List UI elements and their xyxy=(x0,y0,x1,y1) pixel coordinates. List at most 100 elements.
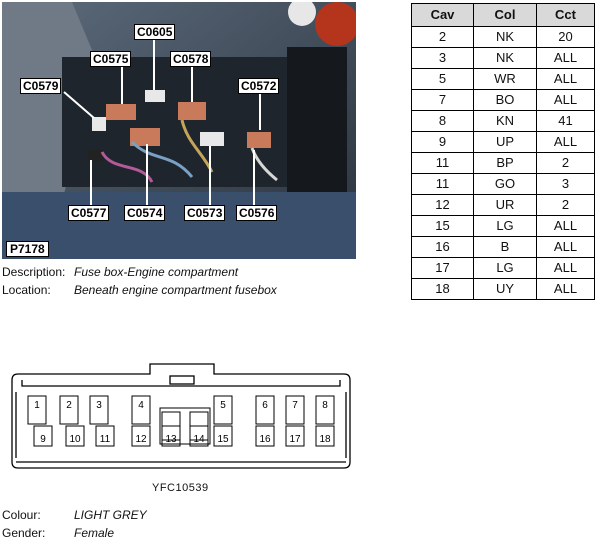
description-value: Fuse box-Engine compartment xyxy=(74,265,239,279)
cell-col: GO xyxy=(473,173,537,195)
cavity-number: 3 xyxy=(96,400,102,411)
cell-cct: 20 xyxy=(536,26,595,48)
connector-label-c0577: C0577 xyxy=(68,205,110,221)
cell-cct: 3 xyxy=(536,173,595,195)
cavity-outline xyxy=(213,425,233,447)
cavity-number: 15 xyxy=(217,434,229,445)
cavity: 15 xyxy=(213,425,233,447)
cavity-outline xyxy=(33,425,53,447)
cavity: 11 xyxy=(95,425,115,447)
cell-cct: 41 xyxy=(536,110,595,132)
cavity: 8 xyxy=(315,395,335,425)
connector-label-c0578: C0578 xyxy=(170,51,212,67)
cell-cav: 18 xyxy=(411,278,474,300)
cavity-outline xyxy=(285,425,305,447)
cavity-outline xyxy=(95,425,115,447)
description-row: Description: Fuse box-Engine compartment xyxy=(2,265,238,280)
cavity: 18 xyxy=(315,425,335,447)
cell-cav: 2 xyxy=(411,26,474,48)
cavity-outline xyxy=(285,395,305,425)
cavity: 1 xyxy=(27,395,47,425)
colour-row: Colour:LIGHT GREY xyxy=(2,508,147,523)
cavity: 17 xyxy=(285,425,305,447)
photo-reference: P7178 xyxy=(6,241,49,257)
connector-label-c0573: C0573 xyxy=(184,205,226,221)
cell-cav: 3 xyxy=(411,47,474,69)
cavity: 6 xyxy=(255,395,275,425)
pin-table-header-row: Cav Col Cct xyxy=(411,3,595,27)
cavity-number: 9 xyxy=(40,434,46,445)
cavity: 5 xyxy=(213,395,233,425)
cell-col: LG xyxy=(473,257,537,279)
cavity-outline xyxy=(89,395,109,425)
cell-cct: ALL xyxy=(536,215,595,237)
fusebox-photo: C0605 C0575 C0578 C0579 C0572 C0577 C057… xyxy=(2,2,356,259)
header-col: Col xyxy=(473,3,537,27)
drawing-reference: YFC10539 xyxy=(152,482,209,494)
cavity-number: 6 xyxy=(262,400,268,411)
cell-cct: ALL xyxy=(536,236,595,258)
cavity-outline xyxy=(59,395,79,425)
cell-col: KN xyxy=(473,110,537,132)
cavity-number: 4 xyxy=(138,400,144,411)
cell-col: B xyxy=(473,236,537,258)
cavity: 10 xyxy=(65,425,85,447)
cell-col: WR xyxy=(473,68,537,90)
cavity-outline xyxy=(213,395,233,425)
location-row: Location: Beneath engine compartment fuse… xyxy=(2,283,277,298)
cavity: 3 xyxy=(89,395,109,425)
cell-col: BO xyxy=(473,89,537,111)
cavity-number: 17 xyxy=(289,434,301,445)
cavity-number: 18 xyxy=(319,434,331,445)
gender-row: Gender: Female xyxy=(2,526,114,541)
cell-cav: 9 xyxy=(411,131,474,153)
cell-cav: 15 xyxy=(411,215,474,237)
cavity-outline xyxy=(315,395,335,425)
location-value: Beneath engine compartment fusebox xyxy=(74,283,277,297)
cell-cct: 2 xyxy=(536,194,595,216)
cell-cav: 12 xyxy=(411,194,474,216)
cell-cct: ALL xyxy=(536,68,595,90)
gender-value: Female xyxy=(74,526,115,540)
cavity-number: 7 xyxy=(292,400,298,411)
description-label: Description: xyxy=(2,265,66,279)
cavity: 12 xyxy=(131,425,151,447)
cell-cav: 17 xyxy=(411,257,474,279)
connector-label-c0574: C0574 xyxy=(124,205,166,221)
connector-label-c0605: C0605 xyxy=(134,24,176,40)
cavity-number: 2 xyxy=(66,400,72,411)
photo-scene xyxy=(2,2,356,259)
cavity: 7 xyxy=(285,395,305,425)
center-cavity-group xyxy=(159,407,211,445)
cavity: 9 xyxy=(33,425,53,447)
cell-col: UY xyxy=(473,278,537,300)
cavity-outline xyxy=(131,425,151,447)
colour-label: Colour: xyxy=(2,508,41,522)
cavity: 2 xyxy=(59,395,79,425)
cavity-number: 1 xyxy=(34,400,40,411)
location-label: Location: xyxy=(2,283,51,297)
cavity-outline xyxy=(255,425,275,447)
connector-label-c0575: C0575 xyxy=(90,51,132,67)
cell-cav: 16 xyxy=(411,236,474,258)
connector-label-c0579: C0579 xyxy=(20,78,62,94)
cavity-outline xyxy=(255,395,275,425)
cell-cct: 2 xyxy=(536,152,595,174)
cavity-outline xyxy=(315,425,335,447)
cavity-outline xyxy=(131,395,151,425)
cavity-outline xyxy=(65,425,85,447)
header-cav: Cav xyxy=(411,3,474,27)
cavity: 16 xyxy=(255,425,275,447)
gender-label: Gender: xyxy=(2,526,46,540)
cavity-number: 5 xyxy=(220,400,226,411)
cell-cav: 8 xyxy=(411,110,474,132)
